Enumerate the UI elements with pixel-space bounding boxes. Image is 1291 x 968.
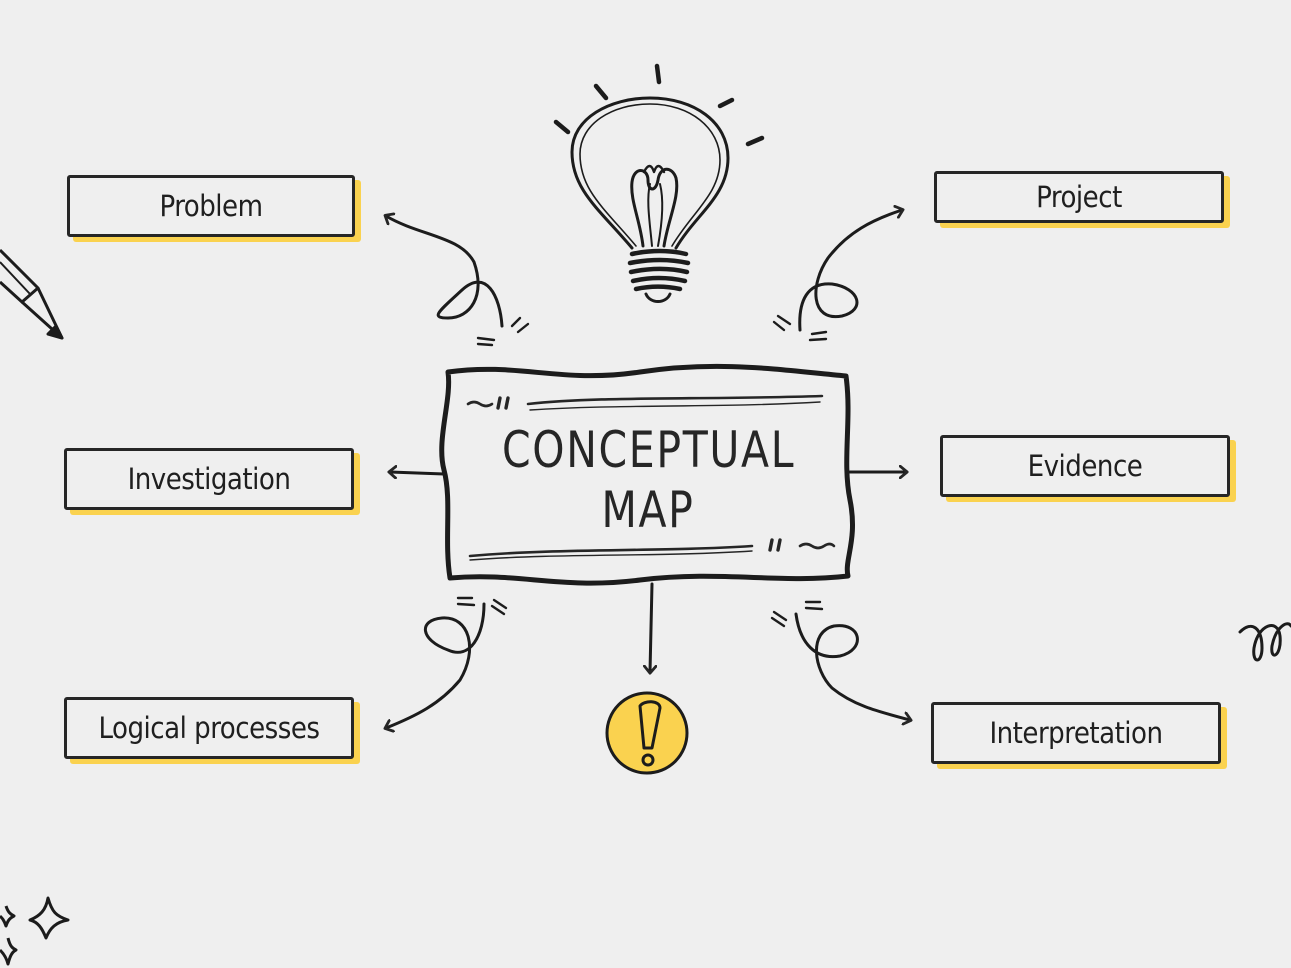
pencil-icon bbox=[0, 248, 64, 340]
exclamation-icon bbox=[605, 691, 689, 775]
ticks-interpretation bbox=[770, 600, 824, 628]
connector-problem bbox=[386, 216, 504, 328]
center-title-line1: CONCEPTUAL bbox=[502, 421, 796, 479]
center-title: CONCEPTUAL MAP bbox=[502, 420, 794, 540]
node-logical-processes: Logical processes bbox=[64, 697, 354, 759]
center-frame bbox=[439, 363, 855, 586]
connector-project bbox=[798, 210, 902, 332]
ticks-logical bbox=[456, 596, 508, 616]
lightbulb-icon bbox=[553, 63, 765, 303]
ticks-problem bbox=[476, 316, 530, 347]
squiggle-icon bbox=[1238, 622, 1291, 662]
node-interpretation: Interpretation bbox=[931, 702, 1221, 764]
node-evidence: Evidence bbox=[940, 435, 1230, 497]
connectors bbox=[386, 210, 910, 728]
frame-decorations bbox=[466, 394, 836, 561]
connector-logical bbox=[386, 602, 486, 728]
connector-interpretation bbox=[794, 612, 910, 720]
ticks-project bbox=[772, 314, 828, 342]
sparkle-icon bbox=[0, 896, 70, 966]
connector-exclamation bbox=[650, 582, 652, 672]
connector-investigation bbox=[390, 472, 446, 474]
node-project: Project bbox=[934, 171, 1224, 223]
node-problem: Problem bbox=[67, 175, 355, 237]
node-investigation: Investigation bbox=[64, 448, 354, 510]
center-title-line2: MAP bbox=[601, 481, 695, 539]
